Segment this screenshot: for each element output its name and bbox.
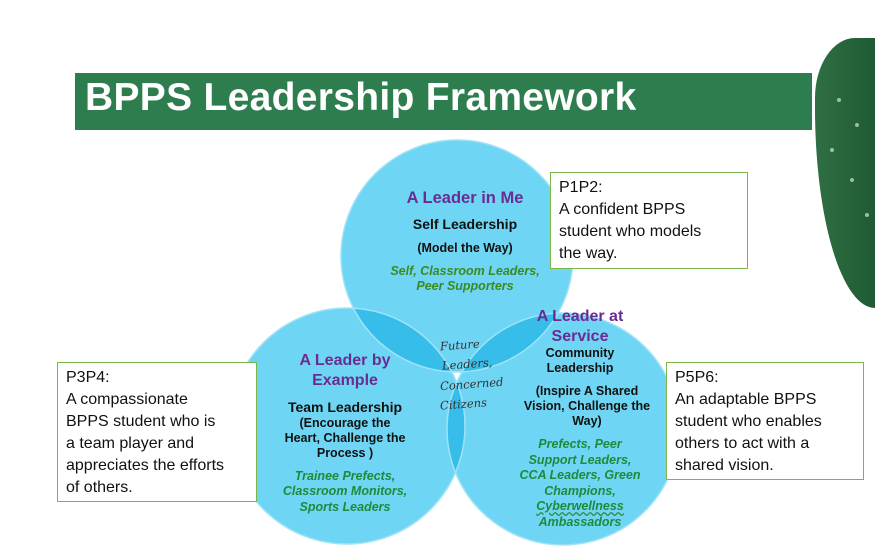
right-circle-heading-line2: Service <box>551 328 609 345</box>
p3p4-line3: a team player and <box>66 435 195 452</box>
right-circle-roles-line2: Support Leaders, <box>528 453 632 467</box>
center-text-line2: Leaders, <box>441 355 493 373</box>
left-circle-roles-line2: Classroom Monitors, <box>282 484 408 498</box>
p5p6-line4: shared vision. <box>675 457 774 474</box>
left-circle-heading-line2: Example <box>312 372 378 389</box>
right-circle-roles-line3: CCA Leaders, Green <box>519 468 641 482</box>
top-circle-roles-line2: Peer Supporters <box>416 279 514 293</box>
p1p2-label: P1P2: <box>559 179 603 196</box>
right-circle-heading-line1: A Leader at <box>536 308 624 325</box>
right-circle-roles-line4: Champions, <box>544 484 616 498</box>
right-circle-practice-line3: Way) <box>572 414 602 428</box>
circle-top <box>341 140 573 372</box>
left-circle-subheading: Team Leadership <box>287 399 403 415</box>
left-circle-practice-line3: Process ) <box>316 446 374 460</box>
center-text-line1: Future <box>439 336 481 354</box>
right-circle-roles-line5: Cyberwellness <box>536 499 624 513</box>
right-circle-subheading-line2: Leadership <box>546 361 614 375</box>
callout-box-p3p4: P3P4: A compassionate BPPS student who i… <box>57 362 257 502</box>
callout-box-p1p2: P1P2: A confident BPPS student who model… <box>550 172 748 269</box>
top-circle-heading: A Leader in Me <box>406 189 524 207</box>
right-circle-practice-line1: (Inspire A Shared <box>535 384 639 398</box>
p3p4-line5: of others. <box>66 479 133 496</box>
top-circle-practice: (Model the Way) <box>417 241 513 255</box>
right-circle-roles-line6: Ambassadors <box>538 515 622 529</box>
p1p2-line3: the way. <box>559 245 618 262</box>
circle-right <box>447 313 679 545</box>
left-circle-roles-line3: Sports Leaders <box>299 500 391 514</box>
p5p6-label: P5P6: <box>675 369 719 386</box>
left-circle-roles-line1: Trainee Prefects, <box>294 469 396 483</box>
right-circle-practice-line2: Vision, Challenge the <box>523 399 651 413</box>
p3p4-line4: appreciates the efforts <box>66 457 225 474</box>
p3p4-line1: A compassionate <box>66 391 188 408</box>
right-circle-subheading-line1: Community <box>545 346 615 360</box>
title-banner: BPPS Leadership Framework <box>75 73 812 130</box>
callout-box-p5p6: P5P6: An adaptable BPPS student who enab… <box>666 362 864 480</box>
top-circle-subheading: Self Leadership <box>412 216 518 232</box>
left-circle-practice-line1: (Encourage the <box>299 416 391 430</box>
p3p4-line2: BPPS student who is <box>66 413 216 430</box>
circle-left <box>229 308 465 544</box>
right-circle-roles-line1: Prefects, Peer <box>538 437 622 451</box>
left-circle-practice-line2: Heart, Challenge the <box>284 431 406 445</box>
p1p2-line1: A confident BPPS <box>559 201 686 218</box>
p3p4-label: P3P4: <box>66 369 110 386</box>
p5p6-line2: student who enables <box>675 413 822 430</box>
top-circle-roles-line1: Self, Classroom Leaders, <box>390 264 540 278</box>
p1p2-line2: student who models <box>559 223 702 240</box>
p5p6-line3: others to act with a <box>675 435 810 452</box>
center-text-line4: Citizens <box>439 395 488 413</box>
p5p6-line1: An adaptable BPPS <box>675 391 817 408</box>
left-circle-heading-line1: A Leader by <box>299 352 391 369</box>
page-title: BPPS Leadership Framework <box>85 76 637 119</box>
